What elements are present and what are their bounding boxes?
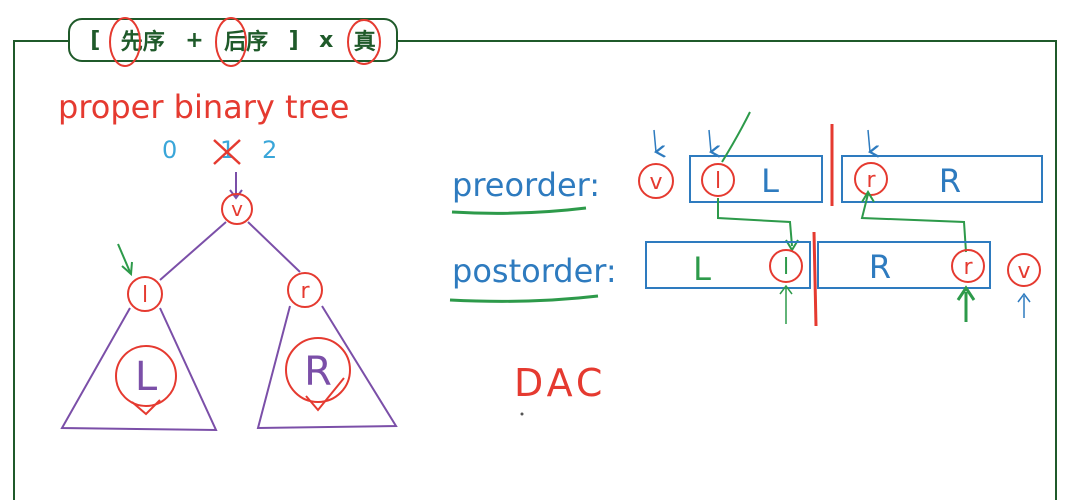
postorder-left-root-circle — [769, 249, 803, 283]
title-times: x — [319, 27, 334, 53]
postorder-root-pointer-head — [1017, 292, 1031, 303]
preorder-row: preorder: v l L r R — [451, 111, 1043, 215]
postorder-root-circle — [1007, 253, 1041, 287]
edge-root-right — [247, 221, 301, 273]
circle-preorder-char — [109, 17, 141, 67]
node-right — [287, 272, 323, 308]
degree-1-strike-b — [213, 139, 241, 165]
preorder-underline — [451, 206, 587, 215]
postorder-row: postorder: L l R r v — [449, 231, 1041, 327]
slide-frame — [13, 40, 1057, 500]
title-banner: [ 先序 + 后序 ] x 真 — [68, 18, 398, 62]
node-right-label: r — [300, 279, 310, 304]
title-true: 真 — [353, 30, 376, 55]
preorder-left-root: l — [715, 169, 721, 194]
connector-right-root-head — [861, 190, 875, 203]
postorder-right-rest: R — [869, 248, 891, 286]
diagram-canvas: proper binary tree 0 1 2 v l r L — [58, 17, 1043, 432]
postorder-left-rest: L — [693, 250, 711, 288]
preorder-label: preorder: — [452, 166, 600, 204]
edge-root-left — [159, 221, 227, 281]
degree-0: 0 — [162, 136, 177, 164]
title-preorder: 先序 — [120, 30, 165, 55]
left-node-pointer-head — [121, 261, 133, 277]
postorder-right-pointer-head — [956, 285, 976, 301]
root-arrowhead — [229, 189, 243, 200]
dac-note: DAC — [514, 361, 606, 405]
preorder-right-box — [841, 155, 1043, 203]
title-annotation-circles — [109, 17, 381, 67]
circle-postorder-char — [215, 17, 247, 67]
title-open-bracket: [ — [90, 27, 101, 53]
node-left-label: l — [142, 283, 148, 308]
connector-left-root-head — [785, 239, 799, 252]
preorder-right-rest: R — [939, 162, 961, 200]
preorder-left-root-circle — [701, 163, 735, 197]
slide: [ 先序 + 后序 ] x 真 proper binary tree 0 1 2 — [13, 17, 1057, 500]
degree-2: 2 — [262, 136, 277, 164]
preorder-right-pointer — [867, 129, 870, 152]
dac-dot — [520, 412, 524, 416]
right-subtree-label: R — [304, 349, 332, 395]
node-root — [221, 193, 253, 225]
left-subtree-circle — [115, 345, 177, 407]
node-left — [127, 276, 163, 312]
preorder-right-root: r — [866, 168, 876, 193]
preorder-left-rest: L — [761, 162, 779, 200]
connector-right-root — [860, 193, 967, 253]
right-subtree-circle — [285, 337, 351, 403]
postorder-left-root: l — [783, 255, 789, 280]
right-subtree-check — [305, 377, 345, 412]
left-subtree-label: L — [135, 354, 158, 400]
left-node-pointer — [117, 243, 131, 273]
connector-left-root — [717, 198, 793, 247]
postorder-underline — [449, 294, 599, 303]
preorder-right-root-circle — [854, 162, 888, 196]
preorder-left-pointer — [708, 129, 711, 152]
postorder-divider — [812, 231, 818, 327]
node-root-label: v — [231, 197, 243, 221]
preorder-root-circle — [638, 163, 674, 199]
right-subtree-triangle — [256, 305, 398, 430]
postorder-right-root-circle — [951, 249, 985, 283]
preorder-left-green-pointer — [721, 111, 751, 163]
postorder-left-pointer-head — [779, 284, 793, 295]
postorder-root: v — [1017, 259, 1030, 284]
postorder-right-box — [817, 241, 991, 289]
title-close-bracket: ] — [288, 27, 299, 53]
binary-tree: v l r L R — [60, 172, 398, 432]
postorder-right-root: r — [963, 255, 973, 280]
circle-true-char — [347, 19, 381, 65]
left-subtree-check — [131, 399, 161, 416]
postorder-label: postorder: — [452, 252, 617, 290]
left-subtree-triangle — [60, 307, 218, 432]
row-connectors — [717, 190, 967, 253]
postorder-left-box — [645, 241, 811, 289]
title-plus: + — [185, 27, 204, 53]
preorder-left-box — [689, 155, 823, 203]
tree-heading: proper binary tree — [58, 88, 349, 126]
preorder-root: v — [649, 170, 662, 195]
preorder-root-pointer — [653, 129, 656, 152]
